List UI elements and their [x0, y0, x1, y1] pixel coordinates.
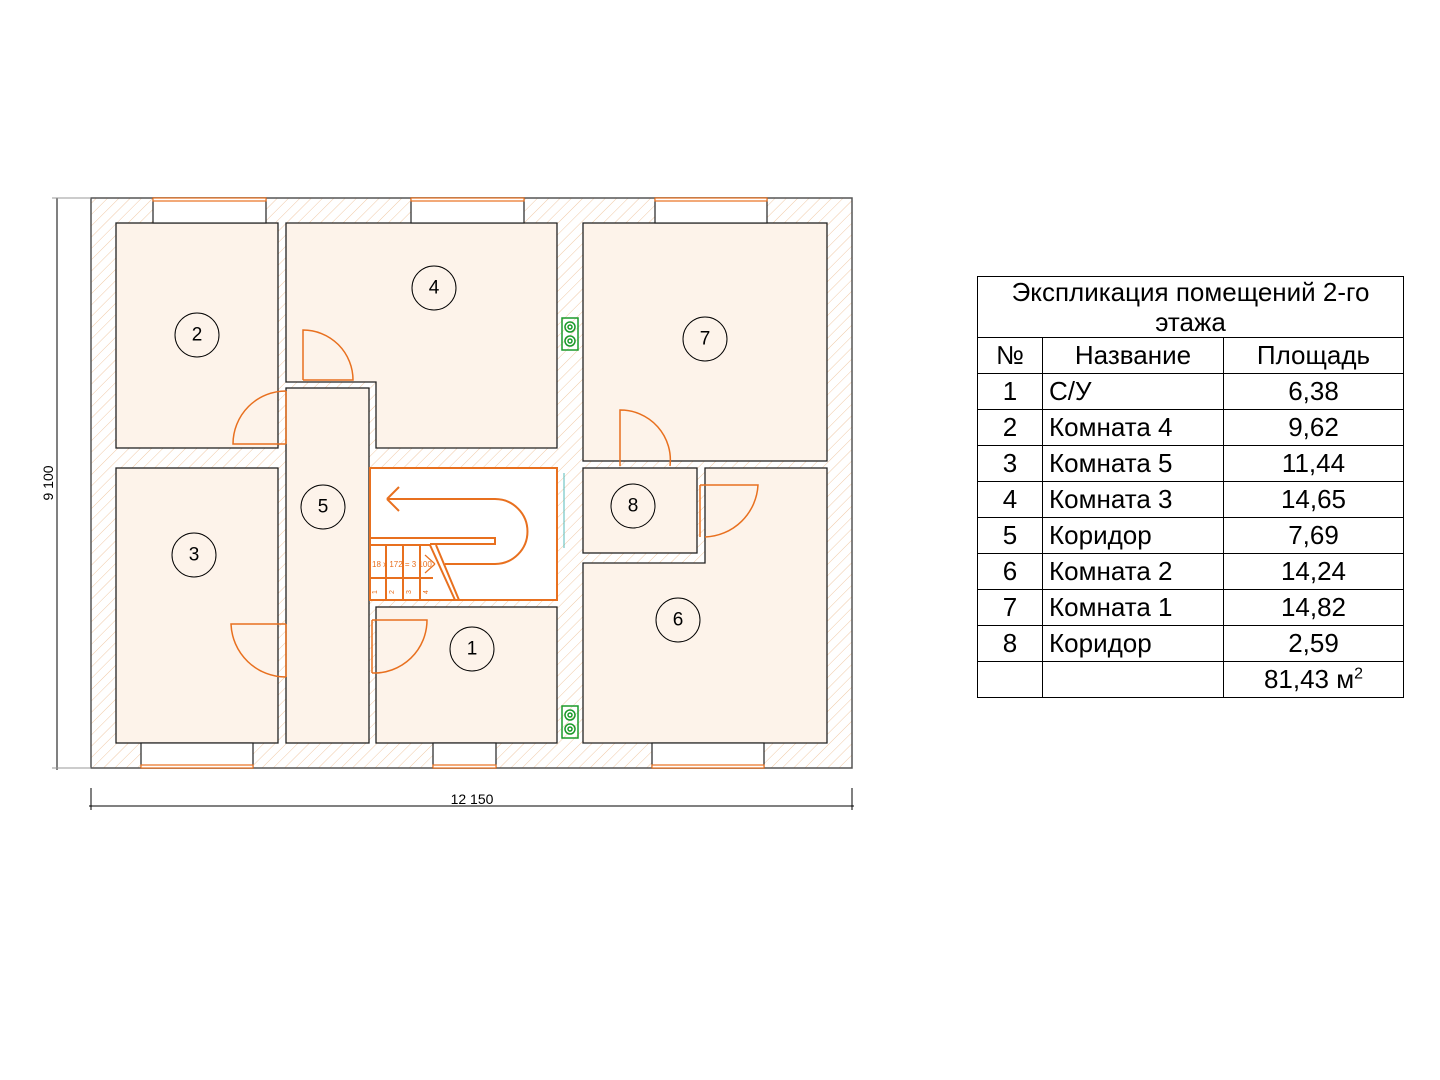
window [651, 742, 765, 769]
total-value: 81,43 м [1263, 664, 1355, 694]
row-name: Коридор [1042, 625, 1224, 662]
room-marker-circle [655, 597, 701, 643]
stair-note: 18 x 172 = 3 100 [372, 560, 432, 569]
total-empty [1042, 661, 1224, 698]
room-1-bathroom [375, 606, 558, 744]
row-name: Коридор [1042, 517, 1224, 554]
room-5-corridor [285, 387, 370, 744]
room-number-8: 8 [628, 496, 639, 517]
staircase [369, 467, 565, 601]
row-area: 14,24 [1223, 553, 1404, 590]
window [140, 742, 254, 769]
row-name: С/У [1042, 373, 1224, 410]
room-2 [115, 222, 279, 449]
room-7 [582, 222, 828, 462]
row-area: 11,44 [1223, 445, 1404, 482]
row-number: 6 [977, 553, 1043, 590]
total-area: 81,43 м2 [1223, 661, 1404, 698]
dimension-lines [52, 197, 854, 810]
room-explication-table: Экспликация помещений 2-го этажа № Назва… [977, 276, 1404, 698]
window [432, 742, 497, 769]
row-area: 9,62 [1223, 409, 1404, 446]
stair-step-number: 4 [423, 590, 430, 594]
room-marker-circle [411, 265, 457, 311]
window-frame [432, 764, 497, 769]
height-dimension: 9 100 [40, 465, 56, 500]
row-number: 3 [977, 445, 1043, 482]
room-number-6: 6 [673, 610, 684, 631]
row-number: 4 [977, 481, 1043, 518]
row-area: 14,65 [1223, 481, 1404, 518]
header-name: Название [1042, 337, 1224, 374]
room-marker-circle [449, 626, 495, 672]
room-4 [285, 222, 558, 449]
table-title: Экспликация помещений 2-го этажа [977, 276, 1404, 338]
window-frame [651, 764, 765, 769]
window-frame [654, 197, 768, 202]
row-number: 8 [977, 625, 1043, 662]
row-number: 2 [977, 409, 1043, 446]
width-dimension: 12 150 [451, 791, 494, 807]
room-number-4: 4 [429, 278, 440, 299]
row-name: Комната 2 [1042, 553, 1224, 590]
header-area: Площадь [1223, 337, 1404, 374]
room-number-5: 5 [318, 497, 329, 518]
window [410, 197, 525, 224]
window-frame [152, 197, 267, 202]
ventilation-icon [561, 317, 579, 351]
room-number-2: 2 [192, 325, 203, 346]
total-empty [977, 661, 1043, 698]
doors [230, 329, 759, 678]
row-name: Комната 1 [1042, 589, 1224, 626]
window-frame [410, 197, 525, 202]
row-name: Комната 3 [1042, 481, 1224, 518]
row-number: 1 [977, 373, 1043, 410]
window [654, 197, 768, 224]
room-6 [582, 467, 828, 744]
row-number: 7 [977, 589, 1043, 626]
room-number-3: 3 [189, 545, 200, 566]
room-marker-circle [171, 532, 217, 578]
row-number: 5 [977, 517, 1043, 554]
room-marker-circle [610, 483, 656, 529]
row-area: 7,69 [1223, 517, 1404, 554]
stair-step-number: 3 [406, 590, 413, 594]
room-marker-circle [682, 316, 728, 362]
row-name: Комната 5 [1042, 445, 1224, 482]
row-area: 2,59 [1223, 625, 1404, 662]
window [152, 197, 267, 224]
stair-step-number: 2 [389, 590, 396, 594]
header-number: № [977, 337, 1043, 374]
row-name: Комната 4 [1042, 409, 1224, 446]
room-marker-circle [174, 312, 220, 358]
room-number-7: 7 [700, 329, 711, 350]
room-3 [115, 467, 279, 744]
total-unit-sup: 2 [1354, 665, 1364, 683]
room-number-1: 1 [467, 639, 478, 660]
row-area: 6,38 [1223, 373, 1404, 410]
ventilation-icon [561, 705, 579, 739]
stair-step-number: 1 [372, 590, 379, 594]
row-area: 14,82 [1223, 589, 1404, 626]
window-frame [140, 764, 254, 769]
room-marker-circle [300, 484, 346, 530]
room-8-corridor [582, 467, 698, 554]
